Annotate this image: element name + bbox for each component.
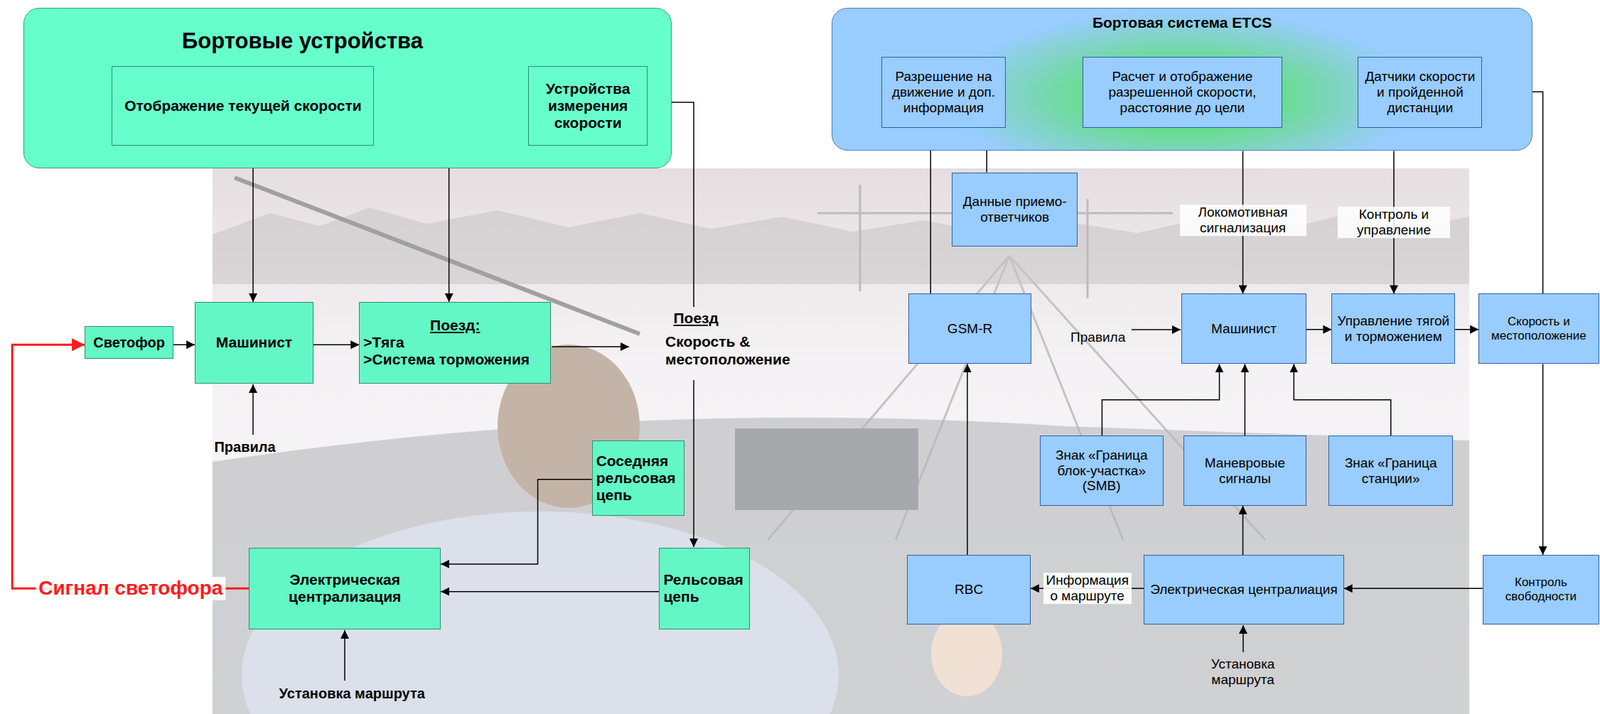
process-box: Знак «Граница станции»	[1328, 435, 1453, 507]
connector-arrow	[313, 344, 360, 346]
node-label: Контроль свободности	[1486, 575, 1596, 604]
process-box: Светофор	[84, 326, 174, 359]
connector-arrow	[440, 591, 659, 593]
connector-arrow	[966, 363, 969, 555]
node-label: Устройства измерения скорости	[532, 80, 644, 132]
connector-arrow	[1101, 363, 1220, 436]
node-label: RBC	[911, 582, 1027, 598]
annotation-label: Установка маршрута	[279, 685, 426, 703]
panel-heading: Бортовые устройства	[24, 8, 671, 55]
process-box: Машинист	[194, 302, 314, 384]
node-label: Расчет и отображение разрешенной скорост…	[1086, 68, 1279, 116]
node-label: Рельсовая цепь	[663, 571, 746, 606]
system-box: Датчики скорости и пройденной дистанции	[1357, 56, 1483, 128]
node-label: Разрешение на движение и доп. информация	[885, 68, 1002, 116]
node-label: Данные приемо-ответчиков	[956, 194, 1074, 226]
process-box: Электрическая централиация	[1143, 555, 1344, 625]
node-label: Отображение текущей скорости	[115, 97, 370, 115]
cab-screen	[734, 428, 919, 511]
connector-arrow	[1542, 363, 1544, 555]
route-setting-arrow	[344, 630, 346, 681]
connector-arrow	[448, 168, 450, 303]
edge-label: Контроль и управление	[1337, 206, 1451, 239]
connector-arrow	[930, 127, 932, 294]
process-box: Управление тягой и торможением	[1331, 293, 1455, 364]
node-label: Знак «Граница блок-участка» (SMB)	[1044, 447, 1160, 495]
node-label: Соседняя рельсовая цепь	[596, 452, 681, 504]
process-box: Контроль свободности	[1482, 555, 1600, 625]
process-box: Маневровые сигналы	[1183, 435, 1306, 507]
system-box: Расчет и отображение разрешенной скорост…	[1082, 56, 1283, 128]
connector-arrow	[1454, 329, 1479, 331]
node-label: Маневровые сигналы	[1187, 455, 1302, 487]
system-box: Разрешение на движение и доп. информация	[881, 56, 1006, 128]
node-label: Машинист	[199, 334, 310, 352]
route-setting-arrow	[1242, 625, 1244, 653]
node-label: Поезд:	[363, 317, 547, 335]
annotation-label: Поезд	[673, 309, 718, 327]
node-label: >Система торможения	[363, 351, 547, 369]
annotation-label: Правила	[213, 438, 276, 455]
process-box: RBC	[906, 555, 1031, 625]
photo-background	[212, 168, 1470, 714]
flow-line	[551, 346, 630, 348]
annotation-label: Скорость & местоположение	[665, 333, 808, 368]
panel-heading: Бортовая система ETCS	[832, 8, 1532, 32]
process-box: Рельсовая цепь	[658, 548, 750, 630]
node-label: Электрическая централиация	[1147, 582, 1340, 598]
node-label: >Тяга	[363, 334, 547, 352]
process-box: Скорость и местоположение	[1478, 293, 1599, 364]
connector-arrow	[1293, 363, 1391, 436]
edge-label: Информация о маршруте	[1043, 572, 1132, 605]
node-label: Электрическая централизация	[253, 571, 437, 606]
connector-arrow	[1244, 363, 1247, 436]
rules-arrow	[252, 384, 254, 436]
node-label: Управление тягой и торможением	[1335, 313, 1451, 345]
flow-line	[693, 380, 695, 548]
node-label: Светофор	[88, 334, 170, 352]
process-box: GSM-R	[908, 293, 1033, 364]
annotation-label: Правила	[1070, 329, 1126, 346]
connector-arrow	[173, 344, 195, 346]
node-label: Знак «Граница станции»	[1332, 455, 1449, 487]
process-box: Соседняя рельсовая цепь	[592, 440, 686, 517]
node-label: Скорость и местоположение	[1482, 314, 1595, 343]
device-group-panel: Бортовые устройстваОтображение текущей с…	[23, 7, 672, 168]
connector-arrow	[1306, 329, 1333, 331]
process-box: Машинист	[1181, 293, 1306, 364]
connector-arrow	[252, 168, 254, 303]
device-box: Устройства измерения скорости	[528, 66, 648, 146]
connector-arrow	[1344, 588, 1483, 590]
connector-arrow	[1242, 506, 1244, 556]
driver-body	[241, 511, 839, 714]
node-label: Датчики скорости и пройденной дистанции	[1361, 68, 1478, 116]
process-box: Знак «Граница блок-участка» (SMB)	[1039, 435, 1164, 507]
process-box: Поезд:>Тяга>Система торможения	[358, 302, 551, 384]
device-box: Отображение текущей скорости	[111, 66, 374, 146]
rules-arrow	[1131, 329, 1181, 331]
system-group-panel: Бортовая система ETCS Разрешение на движе…	[831, 7, 1533, 151]
node-label: GSM-R	[912, 321, 1028, 337]
edge-label: Локомотивная сигнализация	[1179, 204, 1307, 236]
process-box: Данные приемо-ответчиков	[951, 172, 1078, 248]
annotation-label: Установка маршрута	[1200, 656, 1286, 689]
signal-label: Сигнал светофора	[35, 577, 226, 600]
connector-arrow	[440, 479, 592, 565]
process-box: Электрическая централизация	[248, 548, 441, 630]
node-label: Машинист	[1185, 321, 1302, 337]
